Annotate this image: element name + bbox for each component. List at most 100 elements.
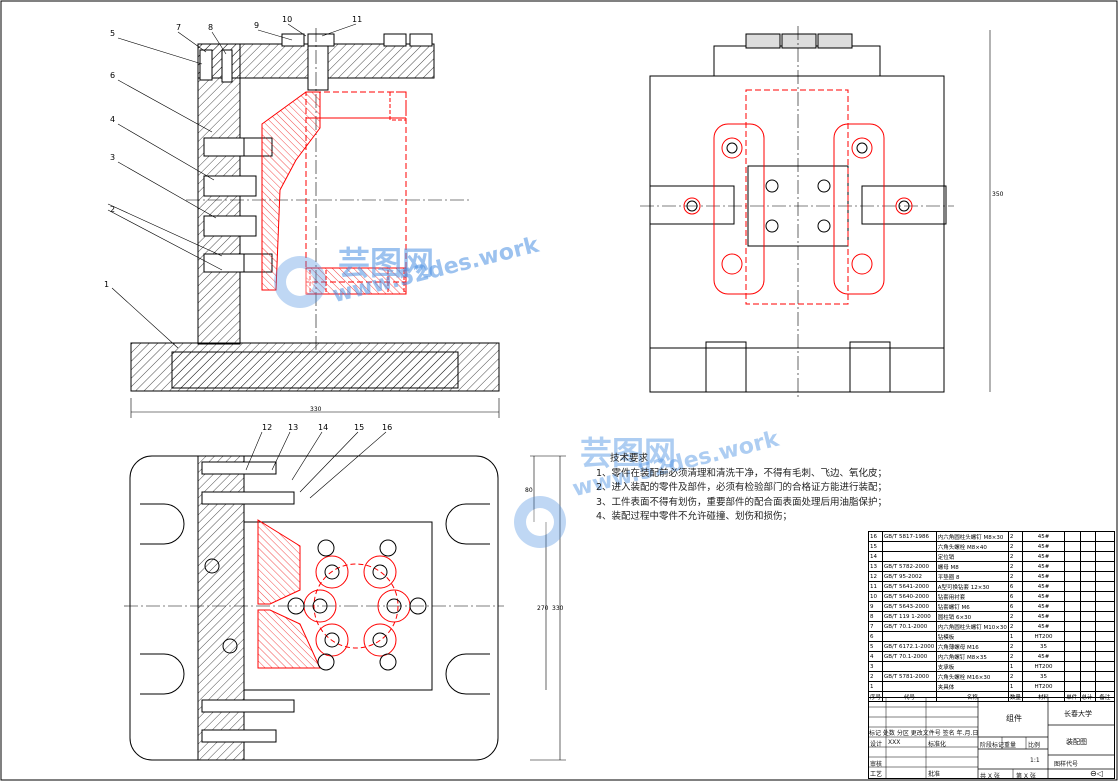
bom-cell-no: 14: [867, 551, 884, 562]
title-part: 组件: [1006, 714, 1022, 723]
bom-cell-qty: 2: [1007, 571, 1023, 582]
svg-text:3: 3: [110, 153, 115, 162]
bom-cell-mat: 45#: [1021, 541, 1066, 552]
svg-text:7: 7: [176, 23, 181, 32]
bom-cell-qty: 6: [1007, 591, 1023, 602]
bom-cell-mat: HT200: [1021, 661, 1066, 672]
tech-item: 1、零件在装配前必须清理和清洗干净，不得有毛刺、飞边、氧化皮；: [596, 467, 888, 479]
bom-cell-empty: [1064, 681, 1081, 692]
bom-cell-no: 7: [867, 621, 884, 632]
bom-cell-name: 六角头螺栓 M16×30: [935, 671, 1009, 682]
bom-cell-no: 12: [867, 571, 884, 582]
bom-cell-code: GB/T 5817-1986: [882, 531, 937, 542]
bom-cell-code: GB/T 5640-2000: [882, 591, 937, 602]
bom-cell-no: 1: [867, 681, 884, 692]
bom-cell-qty: 2: [1007, 641, 1023, 652]
bom-cell-mat: 35: [1021, 641, 1066, 652]
title-block-grid: [868, 697, 1115, 779]
title-sheet: 第 X 张: [1016, 773, 1036, 780]
bom-cell-empty: [1064, 641, 1081, 652]
bom-cell-qty: 1: [1007, 681, 1023, 692]
bom-cell-mat: 45#: [1021, 561, 1066, 572]
title-school: 长春大学: [1064, 710, 1092, 718]
bom-cell-no: 6: [867, 631, 884, 642]
bom-cell-code: GB/T 119 1-2000: [882, 611, 937, 622]
bom-cell-name: 钻套螺钉 M6: [935, 601, 1009, 612]
bom-cell-qty: 1: [1007, 661, 1023, 672]
bom-cell-code: [882, 551, 937, 562]
title-ratio-label: 比例: [1028, 742, 1041, 749]
svg-text:4: 4: [110, 115, 115, 124]
bom-cell-mat: 45#: [1021, 651, 1066, 662]
bom-cell-name: 定位销: [935, 551, 1009, 562]
bom-cell-mat: HT200: [1021, 631, 1066, 642]
bom-cell-mat: 45#: [1021, 601, 1066, 612]
title-rev-row: 标记 处数 分区 更改文件号 签名 年.月.日: [869, 730, 979, 737]
svg-text:330: 330: [552, 605, 564, 612]
bom-cell-no: 2: [867, 671, 884, 682]
bom-cell-name: 支承板: [935, 661, 1009, 672]
top-callouts: 12 13 14 15 16: [262, 423, 392, 432]
bom-cell-empty: [1079, 641, 1096, 652]
bom-cell-empty: [1064, 631, 1081, 642]
bom-cell-qty: 2: [1007, 621, 1023, 632]
side-bushings: [686, 142, 910, 233]
bom-cell-empty: [1079, 631, 1096, 642]
bom-cell-empty: [1094, 561, 1116, 572]
svg-text:12: 12: [262, 423, 272, 432]
svg-text:8: 8: [208, 23, 213, 32]
bom-cell-mat: 45#: [1021, 621, 1066, 632]
bom-cell-empty: [1079, 591, 1096, 602]
bom-cell-empty: [1079, 561, 1096, 572]
title-drawing-no: 图样代号: [1054, 761, 1079, 768]
front-callouts: 5 6 4 3 2 1 7 8 9 10 11: [104, 15, 362, 289]
bom-cell-name: 内六角圆柱头螺钉 M10×30: [935, 621, 1009, 632]
svg-text:1: 1: [104, 280, 109, 289]
svg-text:14: 14: [318, 423, 328, 432]
bom-cell-empty: [1064, 551, 1081, 562]
bom-cell-qty: 2: [1007, 561, 1023, 572]
bom-cell-empty: [1094, 601, 1116, 612]
bom-cell-mat: 45#: [1021, 611, 1066, 622]
bom-cell-empty: [1079, 681, 1096, 692]
bom-cell-empty: [1064, 661, 1081, 672]
side-view: [640, 26, 991, 400]
bom-cell-code: GB/T 70.1-2000: [882, 621, 937, 632]
bom-cell-empty: [1094, 671, 1116, 682]
bom-cell-no: 8: [867, 611, 884, 622]
bom-cell-qty: 2: [1007, 671, 1023, 682]
bom-cell-qty: 2: [1007, 611, 1023, 622]
bom-cell-empty: [1094, 681, 1116, 692]
dim-front-width: 330: [310, 406, 322, 413]
bom-cell-code: GB/T 6172.1-2000: [882, 641, 937, 652]
bom-cell-name: 内六角圆柱头螺钉 M8×30: [935, 531, 1009, 542]
bom-cell-code: GB/T 5641-2000: [882, 581, 937, 592]
svg-text:10: 10: [282, 15, 292, 24]
tech-item: 2、进入装配的零件及部件，必须有检验部门的合格证方能进行装配；: [596, 482, 888, 493]
top-screws: [287, 539, 427, 671]
svg-text:80: 80: [525, 487, 533, 494]
title-sheets: 共 X 张: [980, 773, 1000, 780]
title-design-label: 设计: [870, 741, 883, 748]
bom-cell-empty: [1094, 571, 1116, 582]
title-mark-label: 阶段标记: [980, 742, 1005, 749]
bom-cell-empty: [1064, 581, 1081, 592]
watermark-logo-1: [274, 256, 326, 308]
bom-cell-empty: [1064, 671, 1081, 682]
bom-cell-name: 六角薄螺母 M16: [935, 641, 1009, 652]
svg-text:270: 270: [537, 605, 549, 612]
title-check-label: 审核: [870, 761, 883, 768]
bom-cell-code: [882, 661, 937, 672]
bom-cell-empty: [1064, 611, 1081, 622]
title-std-label: 标准化: [928, 741, 947, 748]
